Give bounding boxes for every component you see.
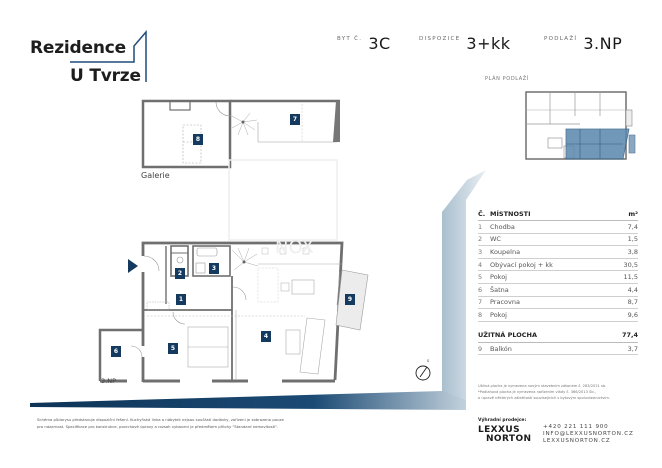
seller-brand-line1: LEXXUS <box>478 425 520 435</box>
room-no: 9 <box>478 344 483 353</box>
seller-brand-line2: NORTON <box>486 434 532 444</box>
room-area: 3,8 <box>627 247 638 256</box>
seller-label: Výhradní prodejce: <box>478 418 527 423</box>
table-row: 8 Pokoj 9,6 <box>478 309 638 322</box>
total-value: 77,4 <box>621 330 638 339</box>
svg-text:S: S <box>427 359 430 363</box>
brand-logo: Rezidence U Tvrze <box>28 30 158 90</box>
disclaimer-line: pro názornost. Specifikace pro konstrukc… <box>37 423 279 429</box>
room-name: Balkón <box>490 344 512 353</box>
seller-email[interactable]: INFO@LEXXUSNORTON.CZ <box>543 431 634 437</box>
room-no: 1 <box>478 222 483 231</box>
room-marker-2: 2 <box>175 268 185 279</box>
col-name-header: MÍSTNOSTI <box>490 209 531 218</box>
seller-phone[interactable]: +420 221 111 900 <box>543 424 609 430</box>
logo-line2: U Tvrze <box>70 66 141 86</box>
floor-overview-map <box>525 91 636 160</box>
layout-label: DISPOZICE <box>419 36 461 42</box>
room-area: 3,7 <box>627 344 638 353</box>
room-marker-6: 6 <box>111 346 121 357</box>
unit-value: 3C <box>368 34 391 53</box>
table-header: Č. MÍSTNOSTI m² <box>478 207 638 221</box>
room-area: 7,4 <box>627 222 638 231</box>
room-marker-8: 8 <box>193 134 203 145</box>
table-row: 7 Pracovna 8,7 <box>478 297 638 310</box>
table-row: 6 Šatna 4,4 <box>478 284 638 297</box>
note-line: *Podlahová plocha je vymezena nařízením … <box>478 390 596 394</box>
total-row: UŽITNÁ PLOCHA 77,4 <box>478 328 638 343</box>
room-name: Obývací pokoj + kk <box>490 260 553 269</box>
room-no: 3 <box>478 247 483 256</box>
room-no: 8 <box>478 310 483 319</box>
room-marker-1: 1 <box>176 294 186 305</box>
galerie-label: Galerie <box>141 171 170 180</box>
table-row: 4 Obývací pokoj + kk 30,5 <box>478 259 638 272</box>
room-area: 30,5 <box>623 260 638 269</box>
room-no: 4 <box>478 260 483 269</box>
table-row: 2 WC 1,5 <box>478 234 638 247</box>
table-row: 9 Balkón 3,7 <box>478 343 638 356</box>
room-area: 9,6 <box>627 310 638 319</box>
room-marker-7: 7 <box>290 114 300 125</box>
disclaimer-line: Schéma půdorysu představuje dispoziční ř… <box>37 417 284 422</box>
floor-label: PODLAŽÍ <box>544 36 578 42</box>
svg-text:NOX: NOX <box>275 237 314 258</box>
room-area: 11,5 <box>623 273 638 282</box>
note-line: Užitná plocha je vymezena novým stavební… <box>478 384 607 388</box>
north-compass-icon: S <box>415 359 431 381</box>
room-name: Pracovna <box>490 298 520 307</box>
room-area: 8,7 <box>627 298 638 307</box>
seller-website[interactable]: LEXXUSNORTON.CZ <box>543 438 611 444</box>
rooms-table: Č. MÍSTNOSTI m² 1 Chodba 7,4 2 WC 1,5 3 … <box>478 207 638 356</box>
room-no: 6 <box>478 285 483 294</box>
room-name: Pokoj <box>490 310 507 319</box>
room-area: 1,5 <box>627 235 638 244</box>
room-no: 7 <box>478 298 483 307</box>
lower-level-plan: NOX <box>98 237 369 383</box>
unit-layout: DISPOZICE 3+kk <box>419 34 511 53</box>
col-area-header: m² <box>628 209 638 218</box>
room-no: 5 <box>478 273 483 282</box>
seller-contact: +420 221 111 900 INFO@LEXXUSNORTON.CZ LE… <box>543 424 634 445</box>
logo-roof-icon <box>70 30 147 82</box>
table-row: 5 Pokoj 11,5 <box>478 271 638 284</box>
room-marker-3: 3 <box>209 263 219 274</box>
disclaimer-text: Schéma půdorysu představuje dispoziční ř… <box>37 417 367 430</box>
total-label: UŽITNÁ PLOCHA <box>478 330 538 339</box>
room-name: Pokoj <box>490 273 507 282</box>
floor-overview-label: PLÁN PODLAŽÍ <box>485 76 529 82</box>
upper-level-plan <box>141 99 340 241</box>
area-notes: Užitná plocha je vymezena novým stavební… <box>478 383 648 401</box>
room-marker-9: 9 <box>345 294 355 305</box>
room-marker-5: 5 <box>168 343 178 354</box>
logo-line1: Rezidence <box>30 38 126 58</box>
room-area: 4,4 <box>627 285 638 294</box>
seller-logo: LEXXUS NORTON <box>478 426 531 444</box>
floor-plan-label: 3.NP <box>101 377 116 385</box>
room-name: WC <box>490 235 501 244</box>
col-no-header: Č. <box>478 209 486 218</box>
note-line: o úpravě některých záležitostí souvisejí… <box>478 396 610 400</box>
room-no: 2 <box>478 235 483 244</box>
entrance-arrow-icon <box>128 259 138 273</box>
unit-floor: PODLAŽÍ 3.NP <box>544 34 622 53</box>
table-row: 3 Koupelna 3,8 <box>478 246 638 259</box>
room-marker-4: 4 <box>261 331 271 342</box>
floor-value: 3.NP <box>583 34 623 53</box>
table-row: 1 Chodba 7,4 <box>478 221 638 234</box>
layout-value: 3+kk <box>466 34 511 53</box>
room-name: Koupelna <box>490 247 521 256</box>
room-name: Chodba <box>490 222 515 231</box>
room-name: Šatna <box>490 285 509 294</box>
unit-label: BYT Č. <box>337 36 363 42</box>
unit-number: BYT Č. 3C <box>337 34 391 53</box>
